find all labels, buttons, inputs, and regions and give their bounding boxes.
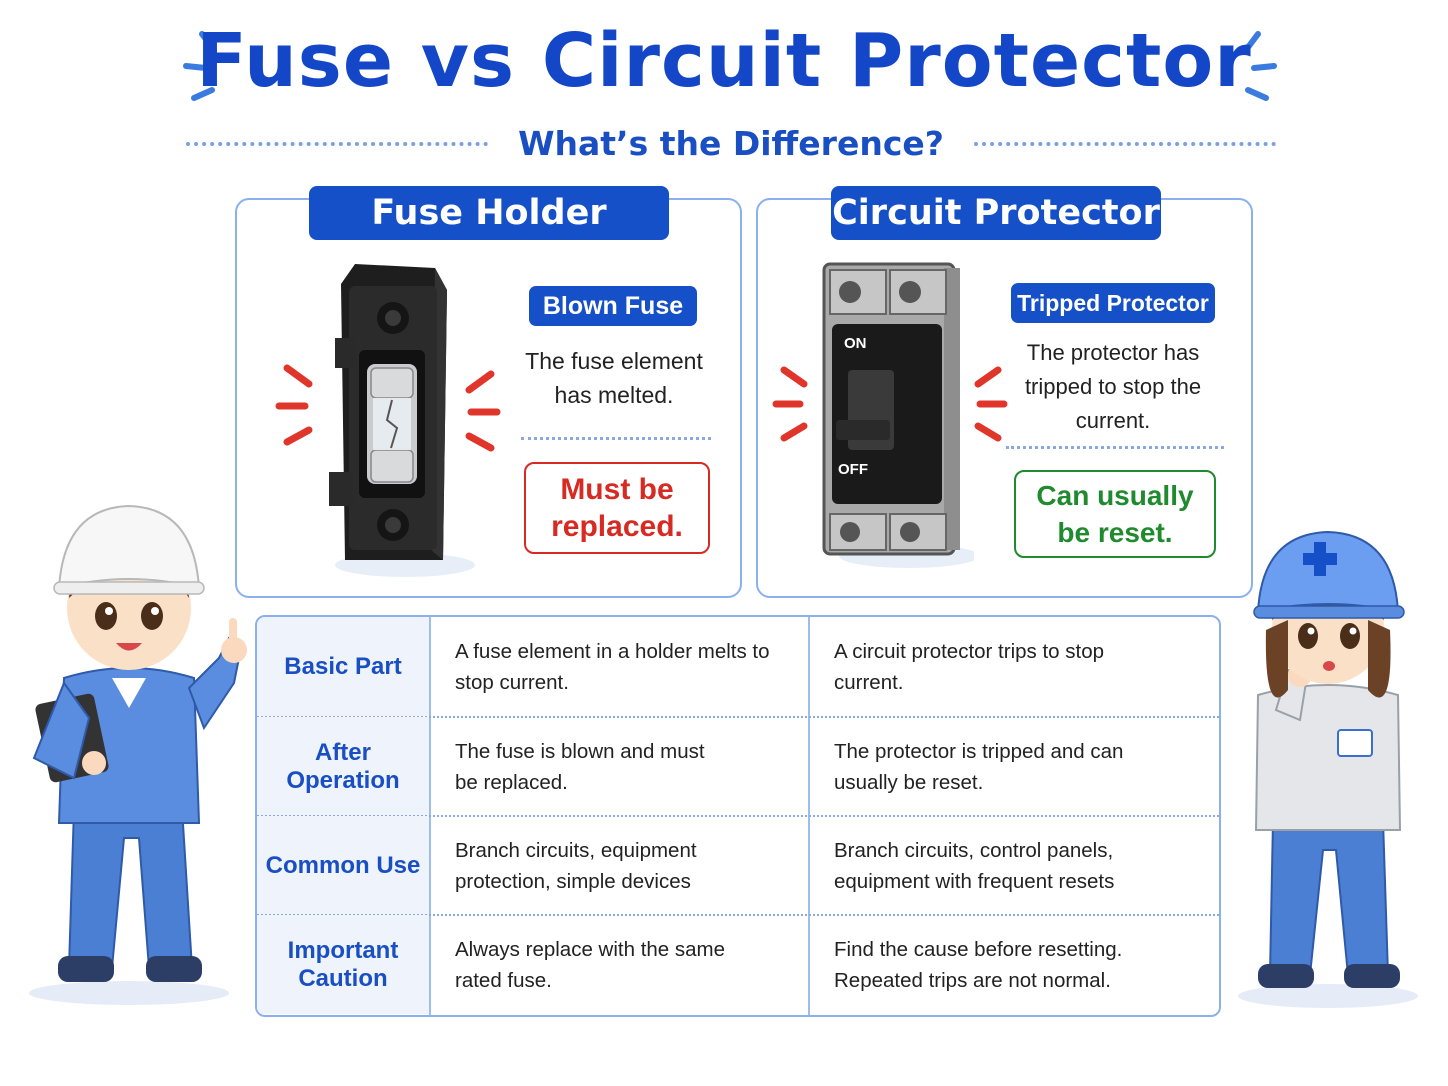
cell-line: protection, simple devices	[455, 869, 691, 893]
row-label: Common Use	[257, 816, 429, 915]
table-row: Important Caution Always replace with th…	[257, 915, 1219, 1014]
page-subtitle: What’s the Difference?	[518, 123, 944, 163]
row-label: Basic Part	[257, 617, 429, 716]
cell-line: stop current.	[455, 670, 569, 694]
circuit-protector-panel: Circuit Protector ON OFF Tripped Protect…	[756, 186, 1253, 598]
spark-left-icon	[275, 364, 313, 446]
subtitle-row: What’s the Difference?	[186, 118, 1277, 168]
switch-on-label: ON	[844, 335, 867, 352]
fuse-separator	[521, 437, 711, 440]
fuse-description-line: The fuse element	[525, 348, 703, 374]
result-line: Can usually	[1036, 480, 1194, 511]
comparison-table: Basic Part A fuse element in a holder me…	[255, 615, 1221, 1017]
page-title: Fuse vs Circuit Protector	[196, 18, 1252, 104]
spark-right-icon	[974, 366, 1008, 442]
must-be-replaced-box: Must be replaced.	[524, 462, 710, 554]
result-line: be reset.	[1057, 517, 1173, 548]
protector-cell: The protector is tripped and can usually …	[810, 717, 1219, 816]
fuse-cell: A fuse element in a holder melts to stop …	[431, 617, 808, 716]
fuse-cell: Branch circuits, equipment protection, si…	[431, 816, 808, 915]
fuse-description-line: has melted.	[554, 382, 674, 408]
cell-line: Branch circuits, control panels,	[834, 838, 1114, 862]
row-separator	[257, 914, 1219, 916]
fuse-holder-header: Fuse Holder	[309, 186, 669, 240]
spark-right-icon	[465, 370, 501, 452]
divider-right	[973, 142, 1277, 146]
fuse-cell: Always replace with the same rated fuse.	[431, 915, 808, 1014]
fuse-holder-panel: Fuse Holder Blown Fuse The fuse element …	[235, 186, 742, 598]
divider-left	[186, 142, 489, 146]
cell-line: rated fuse.	[455, 968, 552, 992]
worker-male-character	[29, 504, 247, 1005]
row-separator	[257, 815, 1219, 817]
cell-line: equipment with frequent resets	[834, 869, 1115, 893]
result-line: Must be	[560, 473, 674, 506]
worker-female-character	[1238, 530, 1418, 1008]
circuit-protector-header: Circuit Protector	[831, 186, 1161, 240]
cell-line: A fuse element in a holder melts to	[455, 639, 770, 663]
fuse-description: The fuse element has melted.	[499, 344, 729, 412]
table-row: After Operation The fuse is blown and mu…	[257, 717, 1219, 816]
protector-description-line: The protector has	[1026, 340, 1200, 365]
switch-off-label: OFF	[838, 461, 868, 478]
protector-separator	[1006, 446, 1224, 449]
protector-description-line: tripped to stop the	[1024, 374, 1202, 399]
cell-line: The fuse is blown and must	[455, 739, 705, 763]
protector-description-line: current.	[1075, 408, 1151, 433]
cell-line: be replaced.	[455, 770, 568, 794]
blown-fuse-badge: Blown Fuse	[529, 286, 697, 326]
table-row: Basic Part A fuse element in a holder me…	[257, 617, 1219, 716]
fuse-cell: The fuse is blown and must be replaced.	[431, 717, 808, 816]
protector-description: The protector has tripped to stop the cu…	[998, 336, 1228, 438]
row-label: After Operation	[257, 717, 429, 816]
can-be-reset-box: Can usually be reset.	[1014, 470, 1216, 558]
cell-line: Branch circuits, equipment	[455, 838, 697, 862]
table-row: Common Use Branch circuits, equipment pro…	[257, 816, 1219, 915]
title-spark-left-icon	[183, 31, 217, 101]
cell-line: A circuit protector trips to stop	[834, 639, 1105, 663]
fuse-holder-illustration	[329, 264, 475, 577]
row-separator	[257, 716, 1219, 718]
row-label: Important Caution	[257, 915, 429, 1014]
spark-left-icon	[772, 366, 808, 442]
protector-cell: A circuit protector trips to stop current…	[810, 617, 1219, 716]
cell-line: usually be reset.	[834, 770, 984, 794]
circuit-breaker-illustration: ON OFF	[822, 262, 974, 568]
cell-line: Repeated trips are not normal.	[834, 968, 1111, 992]
result-line: replaced.	[551, 510, 683, 543]
cell-line: Always replace with the same	[455, 937, 726, 961]
title-spark-right-icon	[1243, 31, 1277, 101]
protector-cell: Find the cause before resetting. Repeated…	[810, 915, 1219, 1014]
cell-line: Find the cause before resetting.	[834, 937, 1123, 961]
cell-line: The protector is tripped and can	[834, 739, 1124, 763]
cell-line: current.	[834, 670, 904, 694]
tripped-protector-badge: Tripped Protector	[1011, 283, 1215, 323]
protector-cell: Branch circuits, control panels, equipmen…	[810, 816, 1219, 915]
